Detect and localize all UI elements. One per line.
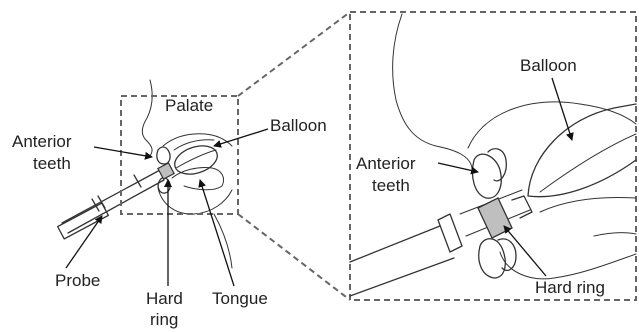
tongue-curve-zoom (540, 198, 636, 212)
balloon-zoom (528, 104, 636, 197)
label-hard-ring-zoom: Hard ring (535, 278, 605, 297)
label-balloon-small: Balloon (270, 116, 327, 135)
zoom-connector-top (238, 12, 350, 96)
jaw-curve-zoom (500, 252, 636, 279)
face-profile-zoom (393, 14, 472, 168)
label-tongue: Tongue (212, 289, 268, 308)
label-anterior-teeth-zoom-1: Anterior (356, 154, 416, 173)
hard-ring-small (158, 163, 174, 179)
lower-teeth-zoom (479, 239, 506, 278)
throat-curve-zoom (594, 233, 636, 236)
arrow-anterior-teeth-small (94, 147, 152, 157)
label-palate: Palate (165, 96, 213, 115)
upper-teeth-zoom-2 (488, 149, 506, 181)
throat-curve-small (214, 214, 232, 268)
tongue-small (172, 167, 224, 189)
hard-ring-zoom (478, 198, 512, 238)
arrow-balloon-small (214, 129, 268, 146)
label-anterior-teeth-small-2: teeth (33, 154, 71, 173)
probe-tube-zoom (350, 226, 454, 296)
jaw-curve-small (158, 188, 232, 214)
palate-outer-small (174, 140, 214, 150)
balloon-seam-zoom (540, 134, 636, 192)
arrow-hard-ring-zoom (504, 226, 546, 276)
probe-collar-zoom (438, 214, 462, 252)
label-balloon-zoom: Balloon (520, 56, 577, 75)
label-hard-ring-small-1: Hard (146, 289, 183, 308)
arrow-balloon-zoom (552, 78, 572, 140)
upper-teeth-small (157, 147, 170, 164)
label-anterior-teeth-zoom-2: teeth (372, 176, 410, 195)
label-hard-ring-small-2: ring (150, 310, 178, 329)
probe-shaft-small (62, 170, 164, 233)
upper-teeth-zoom (473, 154, 502, 198)
label-probe: Probe (55, 271, 100, 290)
zoom-connector-bottom (238, 214, 350, 300)
label-anterior-teeth-small-1: Anterior (12, 132, 72, 151)
face-profile-small (142, 80, 152, 156)
probe-neck-zoom (512, 196, 532, 218)
